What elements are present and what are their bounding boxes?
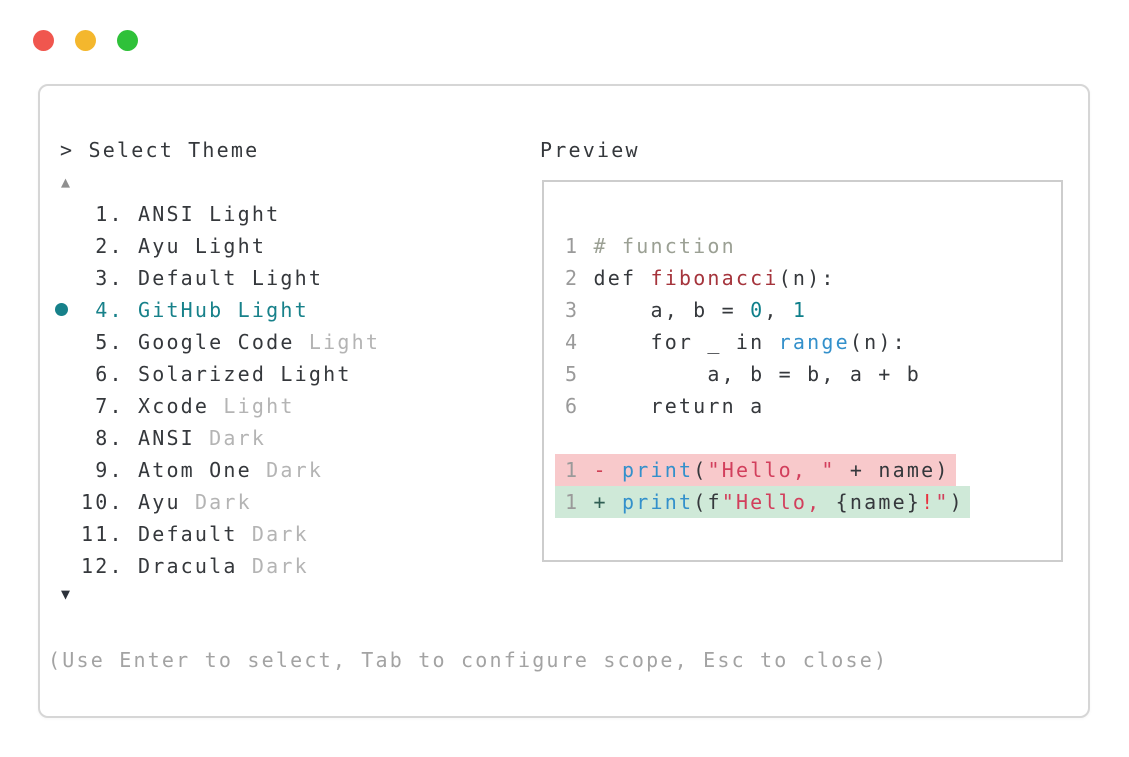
theme-option-label: 8. ANSI: [81, 426, 210, 450]
code-line: 6 return a: [555, 390, 970, 422]
theme-option[interactable]: 9. Atom One Dark: [81, 454, 380, 486]
theme-option-variant-label: Dark: [251, 522, 309, 546]
code-token-fg: (n):: [849, 330, 907, 354]
code-token-fg: {name}: [835, 490, 922, 514]
line-number: 1: [565, 490, 580, 514]
theme-option-label: 11. Default: [81, 522, 252, 546]
code-line: 2 def fibonacci(n):: [555, 262, 970, 294]
code-token-builtin: print: [622, 458, 694, 482]
code-token-fg: return a: [579, 394, 765, 418]
theme-option-label: 2. Ayu Light: [81, 234, 267, 258]
code-token-fg: [608, 490, 622, 514]
scroll-down-icon[interactable]: ▼: [61, 585, 71, 603]
code-token-string: ": [935, 490, 950, 514]
theme-option-label: 9. Atom One: [81, 458, 267, 482]
code-line: 1 # function: [555, 230, 970, 262]
theme-option-variant-label: Dark: [194, 490, 252, 514]
theme-option-variant-label: Light: [308, 330, 381, 354]
theme-option[interactable]: 12. Dracula Dark: [81, 550, 380, 582]
code-token-fg: + name): [835, 458, 950, 482]
code-token-fg: (f: [693, 490, 722, 514]
theme-option-label: 5. Google Code: [81, 330, 309, 354]
code-token-builtin: print: [622, 490, 694, 514]
diff-removed-line: 1 - print("Hello, " + name): [555, 454, 970, 486]
theme-option[interactable]: 2. Ayu Light: [81, 230, 380, 262]
theme-option-label: 3. Default Light: [81, 266, 324, 290]
code-token-string: "Hello, ": [707, 458, 836, 482]
selected-bullet-icon: [55, 303, 68, 316]
code-line: 5 a, b = b, a + b: [555, 358, 970, 390]
code-token-fg: a, b = b, a + b: [579, 362, 922, 386]
theme-option[interactable]: 3. Default Light: [81, 262, 380, 294]
preview-panel-label: Preview: [540, 138, 640, 162]
blank-line: [555, 422, 970, 454]
theme-option-label: 6. Solarized Light: [81, 362, 352, 386]
theme-option-label: 4. GitHub Light: [81, 298, 309, 322]
theme-option-label: 12. Dracula: [81, 554, 252, 578]
theme-option-label: 10. Ayu: [81, 490, 195, 514]
line-number: 1: [565, 234, 580, 258]
code-token-fg: [579, 490, 593, 514]
line-number: 4: [565, 330, 580, 354]
line-number: 6: [565, 394, 580, 418]
theme-option-variant-label: Dark: [209, 426, 267, 450]
close-window-button[interactable]: [33, 30, 54, 51]
theme-option[interactable]: 11. Default Dark: [81, 518, 380, 550]
theme-option[interactable]: 4. GitHub Light: [55, 294, 380, 326]
prompt-chevron: >: [60, 138, 89, 162]
code-token-fg: (: [693, 458, 708, 482]
theme-option-variant-label: Light: [223, 394, 295, 418]
code-token-comment: # function: [579, 234, 736, 258]
code-token-number: 0: [750, 298, 765, 322]
theme-list: 1. ANSI Light 2. Ayu Light 3. Default Li…: [55, 198, 380, 582]
window-controls: [33, 30, 138, 51]
code-token-fg: ,: [764, 298, 793, 322]
code-token-fg: (n):: [778, 266, 836, 290]
code-token-punct_bright: !: [921, 490, 936, 514]
theme-option-variant-label: Dark: [251, 554, 309, 578]
code-token-diff_plus_sign: +: [593, 490, 608, 514]
dialog-title: > Select Theme: [60, 134, 259, 166]
code-line: 4 for _ in range(n):: [555, 326, 970, 358]
code-token-fg: def: [579, 266, 651, 290]
diff-added-line: 1 + print(f"Hello, {name}!"): [555, 486, 970, 518]
code-token-diff_minus_sign: -: [593, 458, 608, 482]
theme-option-label: 1. ANSI Light: [81, 202, 281, 226]
scroll-up-icon[interactable]: ▲: [61, 173, 71, 191]
line-number: 1: [565, 458, 580, 482]
code-token-fg: for _ in: [579, 330, 779, 354]
theme-option[interactable]: 5. Google Code Light: [81, 326, 380, 358]
code-token-string: "Hello,: [721, 490, 836, 514]
code-token-builtin: range: [778, 330, 850, 354]
keyboard-hints: (Use Enter to select, Tab to configure s…: [48, 648, 889, 672]
code-token-fg: ): [949, 490, 964, 514]
theme-option-variant-label: Dark: [266, 458, 324, 482]
code-line: 3 a, b = 0, 1: [555, 294, 970, 326]
line-number: 5: [565, 362, 580, 386]
code-token-fg: [608, 458, 622, 482]
theme-option[interactable]: 7. Xcode Light: [81, 390, 380, 422]
theme-option[interactable]: 8. ANSI Dark: [81, 422, 380, 454]
page-title: Select Theme: [88, 138, 260, 162]
code-token-number: 1: [792, 298, 808, 322]
zoom-window-button[interactable]: [117, 30, 138, 51]
code-token-fg: a, b =: [579, 298, 751, 322]
theme-option[interactable]: 1. ANSI Light: [81, 198, 380, 230]
line-number: 3: [565, 298, 580, 322]
theme-option[interactable]: 6. Solarized Light: [81, 358, 380, 390]
theme-option-label: 7. Xcode: [81, 394, 224, 418]
line-number: 2: [565, 266, 580, 290]
theme-selector-dialog: > Select Theme Preview ▲ 1. ANSI Light 2…: [38, 84, 1090, 718]
theme-option[interactable]: 10. Ayu Dark: [81, 486, 380, 518]
minimize-window-button[interactable]: [75, 30, 96, 51]
code-token-fg: [579, 458, 593, 482]
code-token-function: fibonacci: [650, 266, 779, 290]
